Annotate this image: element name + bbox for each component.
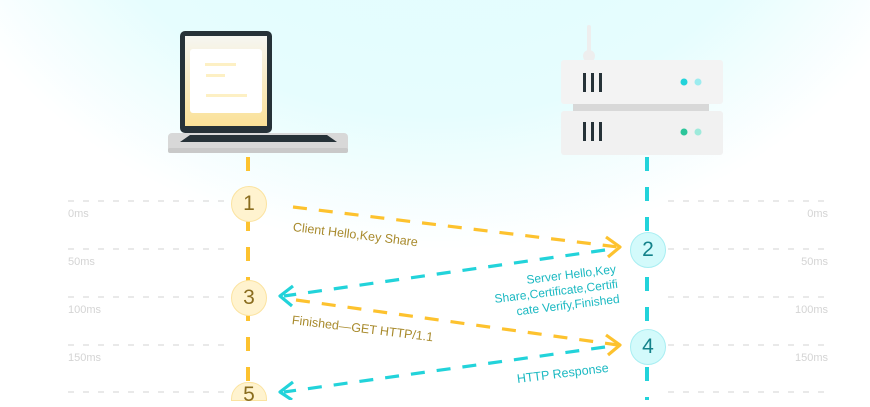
server-icon	[561, 25, 723, 155]
time-label-right: 100ms	[794, 304, 828, 316]
laptop-icon	[180, 31, 272, 133]
time-label-left: 150ms	[68, 352, 102, 364]
arrow-client-hello	[292, 205, 622, 259]
timeline-gridlines	[68, 200, 830, 393]
time-label-left: 50ms	[68, 256, 95, 268]
step-4-badge: 4	[630, 329, 666, 365]
step-3-badge: 3	[231, 280, 267, 316]
background-arc	[0, 0, 870, 340]
arrow-server-hello	[278, 248, 606, 308]
arrow-finished-get	[295, 298, 622, 357]
step-1-badge: 1	[231, 186, 267, 222]
time-label-right: 50ms	[801, 256, 828, 268]
time-label-left: 0ms	[68, 208, 89, 220]
step-2-badge: 2	[630, 232, 666, 268]
arrow-http-response	[278, 345, 606, 400]
time-label-right: 150ms	[794, 352, 828, 364]
laptop-base	[168, 133, 348, 153]
time-label-left: 100ms	[68, 304, 102, 316]
time-label-right: 0ms	[807, 208, 828, 220]
